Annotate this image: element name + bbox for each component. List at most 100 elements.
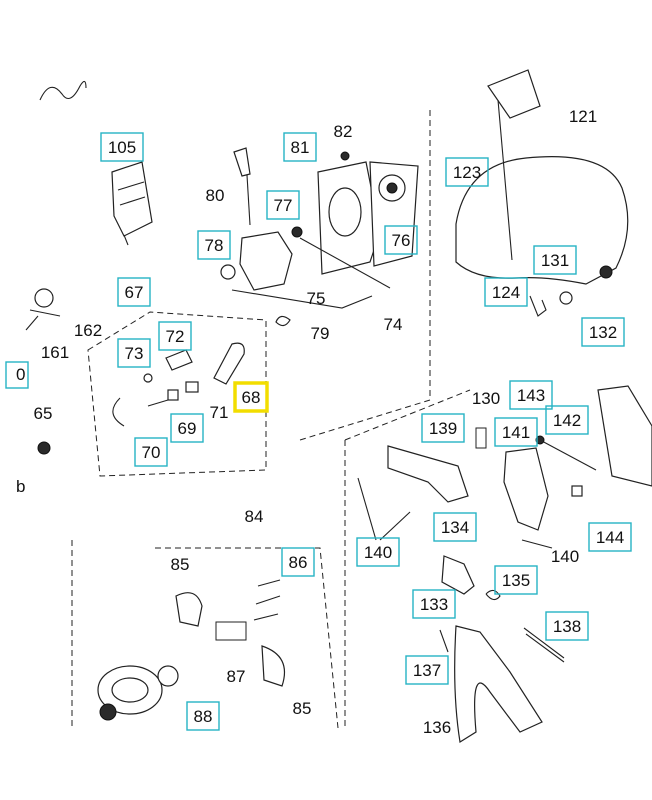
label-box-137: [405, 655, 449, 685]
part-75-body: [239, 231, 293, 291]
label-box-123: [445, 157, 489, 187]
part-78-washer: [220, 264, 236, 280]
line-art: [25, 69, 652, 743]
part-label-67: 67: [125, 283, 144, 302]
part-label-138: 138: [553, 617, 581, 636]
part-label-135: 135: [502, 571, 530, 590]
part-label-85a: 85: [171, 555, 190, 574]
part-162-fragment: [34, 288, 54, 308]
label-box-144: [588, 522, 632, 552]
part-73-clip: [143, 373, 153, 383]
part-label-143: 143: [517, 386, 545, 405]
part-label-88: 88: [194, 707, 213, 726]
part-label-80: 80: [206, 186, 225, 205]
part-124-spring: [529, 295, 547, 317]
part-label-105: 105: [108, 138, 136, 157]
label-box-69: [170, 413, 204, 443]
part-label-69: 69: [178, 419, 197, 438]
part-81-window: [328, 187, 362, 237]
part-85-shoe-a: [175, 592, 203, 627]
label-box-141: [494, 417, 538, 447]
part-label-77: 77: [274, 196, 293, 215]
part-label-71: 71: [210, 403, 229, 422]
part-label-78: 78: [205, 236, 224, 255]
part-138-spring: [523, 627, 565, 663]
part-82-nut: [340, 151, 350, 161]
label-box-72: [158, 321, 192, 351]
label-box-134: [433, 512, 477, 542]
part-105-bracket: [111, 161, 153, 237]
right-block-fragment: [597, 385, 652, 487]
label-box-73: [117, 338, 151, 368]
label-box-81: [283, 132, 317, 162]
part-label-131: 131: [541, 251, 569, 270]
part-label-73: 73: [125, 344, 144, 363]
label-box-140a: [356, 537, 400, 567]
part-68-hose: [213, 342, 245, 385]
part-label-81: 81: [291, 138, 310, 157]
part-label-132: 132: [589, 323, 617, 342]
assembly-74-outline: [231, 237, 391, 309]
part-132-washer: [559, 291, 573, 305]
part-70-line: [112, 397, 169, 427]
part-140-screw-a: [357, 477, 377, 541]
edge-fragment-0: 0: [16, 365, 25, 384]
edge-fragment-0-box: [5, 361, 29, 389]
part-label-79: 79: [311, 324, 330, 343]
part-137-pin: [439, 629, 449, 653]
part-87-hub: [215, 621, 247, 641]
part-label-65: 65: [34, 404, 53, 423]
part-label-86: 86: [289, 553, 308, 572]
part-label-139: 139: [429, 419, 457, 438]
part-label-85b: 85: [293, 699, 312, 718]
part-label-123: 123: [453, 163, 481, 182]
part-80-lever: [233, 147, 251, 177]
label-box-142: [545, 405, 589, 435]
part-85-shoe-b: [261, 645, 286, 687]
part-label-121: 121: [569, 107, 597, 126]
label-box-68: [233, 381, 269, 413]
part-79-clip: [275, 315, 291, 327]
part-144-clip: [571, 485, 583, 497]
part-label-140a: 140: [364, 543, 392, 562]
part-136-handle: [454, 625, 543, 743]
part-135-spring: [485, 589, 501, 601]
edge-fragment-b: b: [16, 477, 25, 496]
label-box-88: [186, 701, 220, 731]
part-label-72: 72: [166, 327, 185, 346]
part-131-nut: [599, 265, 613, 279]
label-box-131: [533, 245, 577, 275]
part-label-134: 134: [441, 518, 469, 537]
part-161-fragment: [25, 309, 61, 331]
part-105-detail: [117, 181, 146, 246]
part-88-washer: [157, 665, 179, 687]
part-label-140b: 140: [551, 547, 579, 566]
part-label-130: 130: [472, 389, 500, 408]
part-label-87: 87: [227, 667, 246, 686]
part-69-fitting: [167, 389, 179, 401]
part-140-screw-b: [379, 511, 411, 541]
part-130-spring: [475, 427, 487, 449]
part-label-84: 84: [245, 507, 264, 526]
label-box-70: [134, 437, 168, 467]
part-label-161: 161: [41, 343, 69, 362]
label-box-78: [197, 230, 231, 260]
part-label-144: 144: [596, 528, 624, 547]
part-65-bolt: [37, 441, 51, 455]
label-box-132: [581, 317, 625, 347]
label-box-105: [100, 132, 144, 162]
label-box-67: [117, 277, 151, 307]
part-label-124: 124: [492, 283, 520, 302]
lower-right-boundary: [344, 389, 471, 730]
part-label-162: 162: [74, 321, 102, 340]
part-72-filter: [165, 349, 193, 371]
label-box-86: [281, 547, 315, 577]
part-133-trigger: [441, 555, 475, 595]
part-label-137: 137: [413, 661, 441, 680]
part-142-rod: [539, 439, 597, 471]
label-box-77: [266, 190, 300, 220]
part-80-rod: [246, 174, 251, 226]
part-label-82: 82: [334, 122, 353, 141]
part-121-leader: [497, 99, 513, 261]
